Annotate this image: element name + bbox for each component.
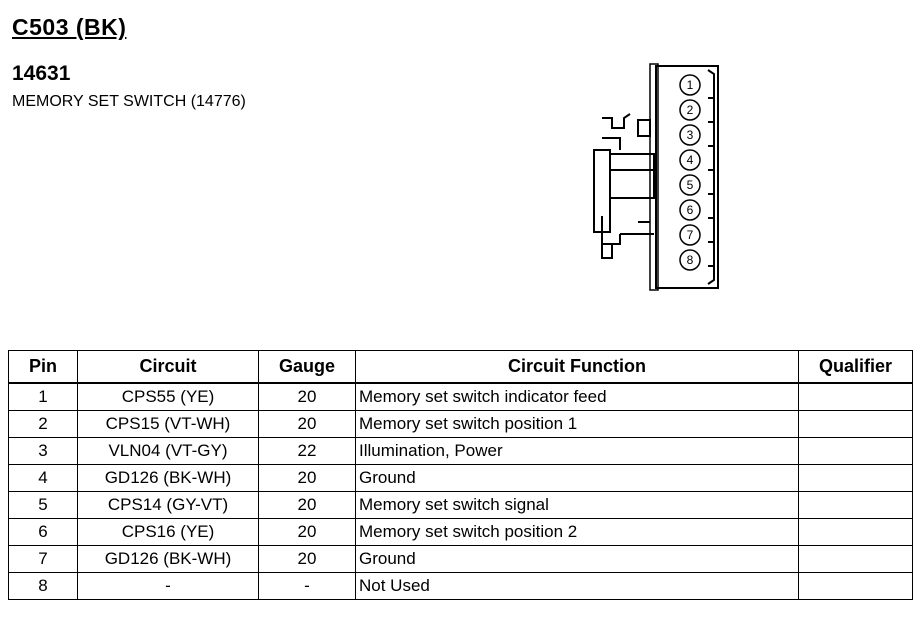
column-header-circuit-function: Circuit Function: [355, 350, 799, 384]
cell-gauge: 22: [258, 437, 356, 465]
cell-pin: 2: [8, 410, 78, 438]
cell-qualifier: [798, 382, 913, 411]
pin-label: 3: [687, 128, 694, 142]
pin-label: 6: [687, 203, 694, 217]
cell-function: Memory set switch indicator feed: [355, 382, 799, 411]
cell-function: Memory set switch position 1: [355, 410, 799, 438]
cell-circuit: CPS55 (YE): [77, 382, 259, 411]
cell-circuit: -: [77, 572, 259, 600]
cell-pin: 1: [8, 382, 78, 411]
pin-label: 8: [687, 253, 694, 267]
cell-circuit: CPS16 (YE): [77, 518, 259, 546]
cell-pin: 5: [8, 491, 78, 519]
table-header-row: Pin Circuit Gauge Circuit Function Quali…: [8, 350, 913, 384]
cell-gauge: 20: [258, 491, 356, 519]
cell-pin: 3: [8, 437, 78, 465]
cell-qualifier: [798, 464, 913, 492]
housing-ribs: [707, 69, 715, 285]
cell-function: Ground: [355, 545, 799, 573]
cell-function: Memory set switch position 2: [355, 518, 799, 546]
cell-gauge: 20: [258, 382, 356, 411]
connector-face-diagram: 1 2 3 4 5 6 7 8: [593, 63, 719, 291]
connector-housing: [655, 65, 719, 289]
cell-qualifier: [798, 410, 913, 438]
table-row: 6 CPS16 (YE) 20 Memory set switch positi…: [8, 518, 913, 546]
cell-function: Not Used: [355, 572, 799, 600]
part-number: 14631: [12, 62, 71, 85]
table-row: 5 CPS14 (GY-VT) 20 Memory set switch sig…: [8, 491, 913, 519]
pin-label: 1: [687, 78, 694, 92]
cell-circuit: VLN04 (VT-GY): [77, 437, 259, 465]
pinout-table: Pin Circuit Gauge Circuit Function Quali…: [8, 350, 913, 600]
cell-qualifier: [798, 572, 913, 600]
column-header-qualifier: Qualifier: [798, 350, 913, 384]
table-row: 1 CPS55 (YE) 20 Memory set switch indica…: [8, 382, 913, 411]
cell-gauge: -: [258, 572, 356, 600]
cell-qualifier: [798, 491, 913, 519]
pin-label: 4: [687, 153, 694, 167]
cell-gauge: 20: [258, 464, 356, 492]
cell-pin: 4: [8, 464, 78, 492]
cell-qualifier: [798, 545, 913, 573]
part-description: MEMORY SET SWITCH (14776): [12, 93, 246, 110]
housing-flange: [649, 63, 659, 291]
cell-qualifier: [798, 437, 913, 465]
cell-pin: 7: [8, 545, 78, 573]
connector-id: C503 (BK): [12, 14, 127, 40]
pin-label: 2: [687, 103, 694, 117]
cell-circuit: CPS15 (VT-WH): [77, 410, 259, 438]
cell-function: Memory set switch signal: [355, 491, 799, 519]
table-row: 8 - - Not Used: [8, 572, 913, 600]
column-header-circuit: Circuit: [77, 350, 259, 384]
cell-function: Illumination, Power: [355, 437, 799, 465]
cell-qualifier: [798, 518, 913, 546]
locking-latch: [593, 113, 655, 259]
cell-pin: 8: [8, 572, 78, 600]
cell-circuit: GD126 (BK-WH): [77, 545, 259, 573]
cell-circuit: GD126 (BK-WH): [77, 464, 259, 492]
pin-cavities: [679, 74, 701, 271]
table-row: 3 VLN04 (VT-GY) 22 Illumination, Power: [8, 437, 913, 465]
cell-circuit: CPS14 (GY-VT): [77, 491, 259, 519]
cell-gauge: 20: [258, 410, 356, 438]
column-header-gauge: Gauge: [258, 350, 356, 384]
pin-label: 7: [687, 228, 694, 242]
table-row: 7 GD126 (BK-WH) 20 Ground: [8, 545, 913, 573]
cell-gauge: 20: [258, 518, 356, 546]
cell-gauge: 20: [258, 545, 356, 573]
column-header-pin: Pin: [8, 350, 78, 384]
table-row: 2 CPS15 (VT-WH) 20 Memory set switch pos…: [8, 410, 913, 438]
cell-pin: 6: [8, 518, 78, 546]
pin-label: 5: [687, 178, 694, 192]
cell-function: Ground: [355, 464, 799, 492]
table-row: 4 GD126 (BK-WH) 20 Ground: [8, 464, 913, 492]
